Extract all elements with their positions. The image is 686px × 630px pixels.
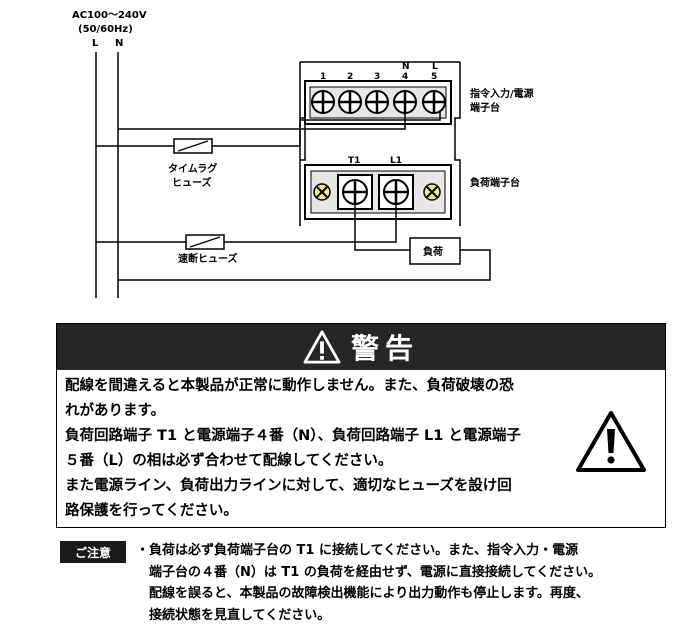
command-terminal-block	[304, 80, 452, 125]
wire-l-to-terminal-l1	[96, 205, 397, 243]
warning-line-6: 路保護を行ってください。	[65, 503, 238, 519]
terminal-number-4: 4	[402, 72, 408, 82]
notice-line-4: 接続状態を見直してください。	[136, 607, 331, 623]
time-lag-fuse-label-1: タイムラグ	[168, 162, 217, 175]
warning-line-3: 負荷回路端子 T1 と電源端子４番（N）、負荷回路端子 L1 と電源端子	[65, 428, 521, 444]
wire-n-to-load	[118, 249, 491, 281]
mount-screw-left	[313, 183, 331, 201]
terminal-l1	[378, 174, 414, 210]
t1-label: T1	[348, 156, 360, 166]
terminal-5	[422, 90, 446, 114]
load-box	[409, 237, 461, 265]
time-lag-fuse-label-2: ヒューズ	[172, 176, 212, 189]
terminal-4	[393, 90, 417, 114]
warning-header: 警告	[57, 324, 665, 370]
warning-line-1: 配線を間違えると本製品が正常に動作しません。また、負荷破壊の恐	[65, 378, 514, 394]
terminal-number-3: 3	[374, 72, 380, 82]
time-lag-fuse	[173, 138, 213, 154]
load-label: 負荷	[423, 245, 443, 258]
warning-line-2: れがあります。	[65, 403, 166, 419]
wires	[96, 110, 491, 281]
load-terminal-block	[304, 164, 452, 220]
load-block-label: 負荷端子台	[470, 176, 520, 189]
fast-blow-fuse-label: 速断ヒューズ	[178, 252, 238, 265]
terminal-number-1: 1	[320, 72, 326, 82]
terminal-t1	[337, 174, 373, 210]
wire-t1-to-load	[354, 205, 410, 251]
terminal-2	[338, 90, 362, 114]
notice-line-2: 端子台の４番（N）は T1 の負荷を経由せず、電源に直接接続してください。	[136, 564, 602, 580]
l1-label: L1	[390, 156, 402, 166]
wire-l-to-terminal-5	[96, 110, 441, 147]
notice-text: ・負荷は必ず負荷端子台の T1 に接続してください。また、指令入力・電源 端子台…	[136, 540, 671, 626]
warning-line-4: ５番（L）の相は必ず合わせて配線してください。	[65, 453, 393, 469]
line-n-label: N	[115, 38, 123, 49]
warning-title: 警告	[350, 332, 419, 365]
notice-line-3: 配線を誤ると、本製品の故障検出機能により出力動作も停止します。再度、	[136, 586, 589, 601]
terminal-number-5: 5	[431, 72, 437, 82]
voltage-label: AC100～240V	[72, 10, 147, 21]
terminal-number-2: 2	[347, 72, 353, 82]
terminal-1	[311, 90, 335, 114]
wiring-diagram: AC100～240V (50/60Hz) L N 1 2 3 4 5 N L 指…	[72, 10, 534, 298]
mount-screw-right	[423, 183, 441, 201]
terminal-top-n: N	[402, 62, 410, 72]
warning-triangle-icon	[303, 330, 341, 364]
exclamation-triangle-icon	[576, 411, 646, 472]
notice-badge: ご注意	[60, 541, 126, 563]
warning-box: 警告 配線を間違えると本製品が正常に動作しません。また、負荷破壊の恐 れがありま…	[56, 323, 666, 528]
notice-line-1: ・負荷は必ず負荷端子台の T1 に接続してください。また、指令入力・電源	[136, 543, 579, 558]
terminal-top-l: L	[432, 62, 438, 72]
fast-blow-fuse	[185, 234, 225, 250]
wire-n-to-terminal-4	[118, 110, 406, 130]
line-l-label: L	[92, 38, 99, 49]
warning-text: 配線を間違えると本製品が正常に動作しません。また、負荷破壊の恐 れがあります。 …	[65, 374, 565, 524]
frequency-label: (50/60Hz)	[78, 24, 133, 35]
warning-line-5: また電源ライン、負荷出力ラインに対して、適切なヒューズを設け回	[65, 478, 512, 494]
command-block-label-1: 指令入力/電源	[470, 87, 534, 100]
command-block-label-2: 端子台	[470, 101, 500, 114]
terminal-3	[365, 90, 389, 114]
